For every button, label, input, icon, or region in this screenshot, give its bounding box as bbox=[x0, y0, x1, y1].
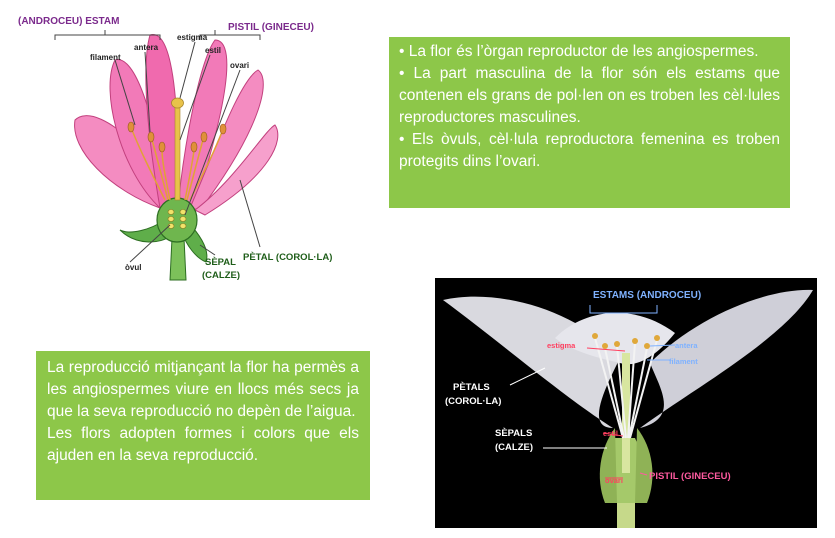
sepal-right-photo bbox=[635, 428, 653, 503]
photo-label-lines-white bbox=[509, 367, 607, 449]
label-estigma-photo: estigma bbox=[547, 341, 576, 350]
label-calze: (CALZE) bbox=[202, 270, 240, 281]
label-sepals: SÈPALS bbox=[495, 428, 532, 439]
label-androceu-estam: (ANDROCEU) ESTAM bbox=[18, 16, 119, 27]
label-ovari: ovari bbox=[230, 61, 249, 70]
label-estil: estil bbox=[205, 46, 221, 55]
label-filament: filament bbox=[90, 53, 121, 62]
label-estigma: estigma bbox=[177, 33, 208, 42]
label-calze-photo: (CALZE) bbox=[495, 442, 533, 453]
label-petal: PÈTAL (COROL·LA) bbox=[243, 252, 332, 263]
style-drawing bbox=[174, 104, 181, 201]
anthers-drawing bbox=[127, 121, 227, 153]
flower-photo-diagram: ESTAMS (ANDROCEU) estigma antera filamen… bbox=[435, 278, 817, 528]
label-ovari-photo: ovari bbox=[605, 476, 623, 485]
stem-drawing bbox=[169, 237, 187, 281]
sepal-left-photo bbox=[599, 428, 617, 503]
info-line: • La part masculina de la flor són els e… bbox=[399, 65, 780, 126]
stamens-photo bbox=[594, 337, 658, 439]
petals-drawing bbox=[74, 33, 279, 216]
label-antera-photo: antera bbox=[675, 341, 698, 350]
info-line: • La flor és l’òrgan reproductor de les … bbox=[399, 43, 759, 60]
label-petals: PÈTALS bbox=[453, 382, 490, 393]
stigma-drawing bbox=[171, 97, 184, 109]
label-filament-photo: filament bbox=[669, 357, 698, 366]
reproduction-line: La reproducció mitjançant la flor ha per… bbox=[47, 359, 359, 420]
photo-label-lines-blue bbox=[589, 305, 676, 361]
label-sepal: SÈPAL bbox=[205, 257, 236, 268]
style-photo bbox=[622, 353, 630, 473]
ovules-drawing bbox=[167, 209, 187, 229]
reproduction-info-box: La reproducció mitjançant la flor ha per… bbox=[36, 351, 370, 500]
flower-info-box: • La flor és l’òrgan reproductor de les … bbox=[389, 37, 790, 208]
flower-drawing-diagram: (ANDROCEU) ESTAM PISTIL (GINECEU) estigm… bbox=[18, 16, 332, 281]
label-pistil-gineceu: PISTIL (GINECEU) bbox=[228, 22, 314, 33]
reproduction-line: Les flors adopten formes i colors que el… bbox=[47, 425, 359, 464]
anthers-photo bbox=[592, 333, 660, 349]
label-estil-photo: estil bbox=[603, 429, 618, 438]
label-corolla: (COROL·LA) bbox=[445, 396, 501, 407]
info-line: • Els òvuls, cèl·lula reproductora femen… bbox=[399, 131, 780, 170]
label-pistil-gineceu-photo: PISTIL (GINECEU) bbox=[649, 471, 731, 482]
stem-photo bbox=[617, 503, 635, 528]
ovary-drawing bbox=[156, 197, 198, 243]
petals-photo bbox=[443, 289, 813, 428]
label-antera: antera bbox=[134, 43, 159, 52]
photo-label-lines-red bbox=[586, 347, 626, 479]
label-ovul: òvul bbox=[125, 263, 141, 272]
label-estams-androceu: ESTAMS (ANDROCEU) bbox=[593, 290, 701, 301]
label-brackets bbox=[54, 30, 261, 263]
photo-label-line-pink bbox=[639, 472, 648, 476]
